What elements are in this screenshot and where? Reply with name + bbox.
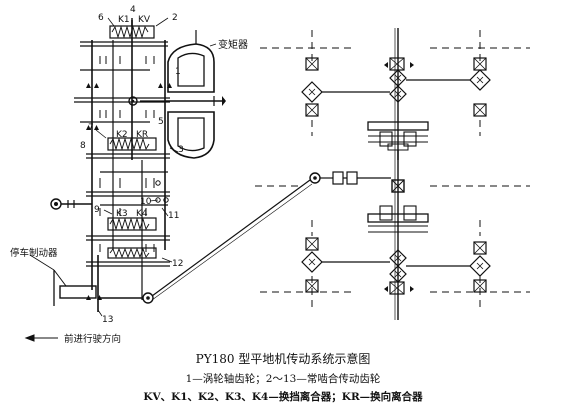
forward-direction-arrow	[24, 334, 58, 342]
label-k4: K4	[136, 209, 148, 219]
gear-teeth-marks	[99, 56, 155, 252]
label-10: 10	[140, 197, 152, 207]
label-parking-brake: 停车制动器	[10, 247, 58, 259]
label-9: 9	[94, 205, 100, 215]
gear-layers	[74, 41, 170, 267]
clutch-pack-k3-k4	[107, 217, 157, 231]
label-4: 4	[130, 5, 136, 15]
label-5: 5	[158, 117, 164, 127]
clutch-pack-lower	[107, 247, 157, 259]
label-forward-direction: 前进行驶方向	[64, 333, 121, 345]
label-3: 3	[178, 145, 184, 155]
clutch-pack-k2-kr	[107, 137, 157, 151]
label-kr: KR	[136, 130, 148, 140]
label-torque-converter: 变矩器	[218, 38, 248, 51]
label-k3: K3	[116, 209, 128, 219]
label-kv: KV	[138, 15, 151, 25]
caption-legend-clutches: KV、K1、K2、K3、K4—换挡离合器；KR—换向离合器	[143, 391, 423, 403]
drive-link	[151, 171, 391, 301]
parking-brake-drum	[53, 269, 97, 306]
output-pulley	[98, 292, 154, 304]
label-k2: K2	[116, 130, 128, 140]
leader-lines	[29, 17, 179, 317]
caption-title: PY180 型平地机传动系统示意图	[195, 352, 371, 366]
label-k1: K1	[118, 15, 130, 25]
axle-layout	[255, 28, 530, 320]
label-8: 8	[80, 141, 86, 151]
label-2: 2	[172, 13, 178, 23]
label-1: 1	[175, 67, 181, 77]
pto-pulley	[50, 198, 92, 210]
caption-legend-gears: 1—涡轮轴齿轮；2～13—常啮合传动齿轮	[185, 373, 381, 385]
input-coupling	[128, 96, 138, 106]
label-12: 12	[172, 259, 183, 269]
gearbox-schematic	[29, 17, 179, 317]
label-13: 13	[102, 315, 113, 325]
clutch-pack-k1-kv	[109, 18, 155, 39]
label-6: 6	[98, 13, 104, 23]
label-11: 11	[168, 211, 179, 221]
label-7: 7	[88, 123, 94, 133]
diagram-labels: 6 K1 4 KV 2 变矩器 1 5 7 K2 KR 8 3 9 10 11 …	[10, 5, 248, 345]
torque-converter	[165, 30, 226, 159]
